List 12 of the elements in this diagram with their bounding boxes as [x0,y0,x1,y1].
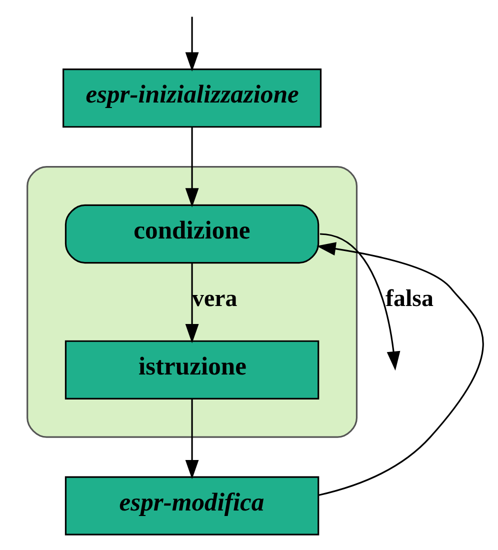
node-box: condizione [64,204,320,264]
arrow [320,233,400,371]
arrow [185,127,199,208]
edge-label: falsa [386,286,434,312]
arrow [185,263,199,344]
arrow [185,399,199,480]
node-box: istruzione [64,340,320,400]
node-box: espr-inizializzazione [62,68,322,128]
cluster [26,166,358,438]
node-box: espr-modifica [64,476,320,536]
arrow [185,16,199,72]
arrow [316,242,484,496]
